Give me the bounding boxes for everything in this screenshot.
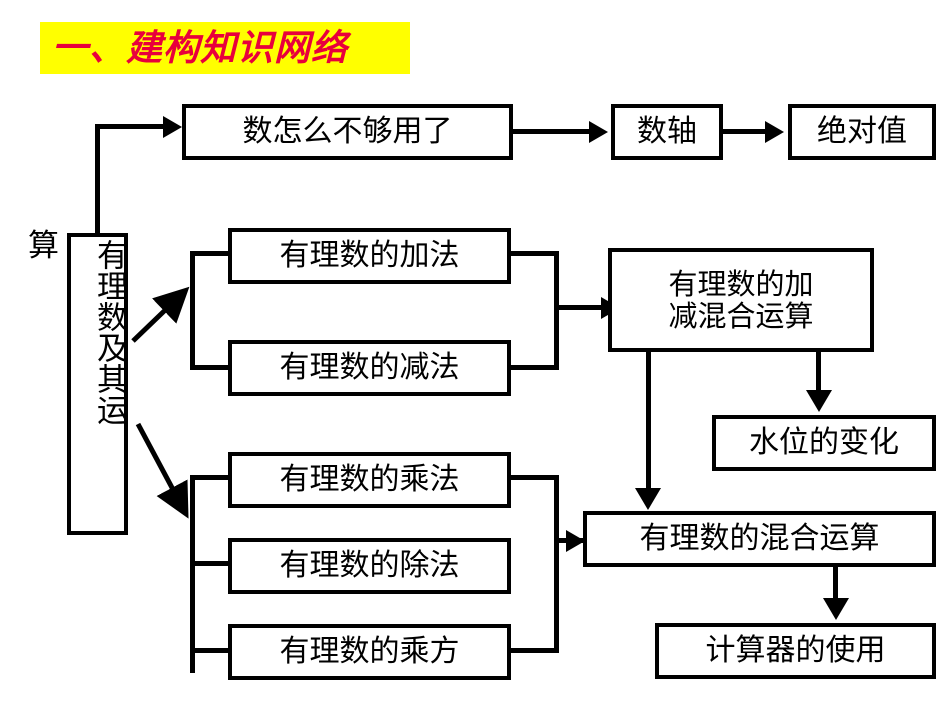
node-label: 绝对值 (817, 114, 907, 150)
edge-n6-to-n11 (646, 352, 651, 492)
arrowhead-to-n12 (823, 598, 849, 620)
node-calculator-use[interactable]: 计算器的使用 (655, 623, 936, 679)
node-absolute-value[interactable]: 绝对值 (788, 104, 936, 160)
node-division[interactable]: 有理数的除法 (228, 538, 511, 594)
arrowhead-to-n7 (806, 390, 832, 412)
bracket-add-sub-left-spine (190, 251, 195, 370)
arrowhead-to-n11 (566, 530, 585, 552)
title-highlight (40, 22, 410, 74)
node-label: 有理数的除法 (279, 548, 460, 584)
node-label: 水位的变化 (749, 425, 899, 461)
bracket-add-sub-bottom-stub (190, 365, 232, 370)
node-label: 计算器的使用 (705, 633, 886, 669)
node-label: 有理数的混合运算 (639, 521, 880, 557)
bracket-add-sub-right-spine (554, 251, 559, 370)
node-number-not-enough[interactable]: 数怎么不够用了 (182, 104, 513, 160)
edge-root-to-n1-vertical (95, 124, 100, 236)
node-water-level-change[interactable]: 水位的变化 (712, 415, 936, 471)
arrowhead-n6-to-n11 (635, 488, 661, 510)
node-multiplication[interactable]: 有理数的乘法 (228, 452, 511, 508)
edge-n11-to-n12 (833, 567, 838, 602)
node-mixed-operations[interactable]: 有理数的混合运算 (583, 511, 936, 567)
node-label: 数怎么不够用了 (242, 114, 453, 150)
bracket-muldivpow-left-spine (190, 475, 195, 673)
node-label: 有理数的乘方 (279, 634, 460, 670)
node-label: 有理数的减法 (279, 350, 460, 386)
node-label: 有理数的乘法 (279, 462, 460, 498)
node-mixed-add-subtract[interactable]: 有理数的加 减混合运算 (608, 248, 874, 352)
node-label: 有理数的加法 (279, 238, 460, 274)
node-subtraction[interactable]: 有理数的减法 (228, 340, 511, 396)
bracket-muldivpow-top-stub (190, 475, 232, 480)
bracket-add-sub-right-top-stub (507, 251, 559, 256)
node-label: 有理数的加 减混合运算 (668, 266, 814, 333)
node-exponentiation[interactable]: 有理数的乘方 (228, 624, 511, 680)
bracket-muldivpow-mid-stub (190, 561, 232, 566)
edge-n1-to-n2 (513, 129, 593, 134)
edge-root-to-n1-horizontal (95, 124, 165, 129)
bracket-muldivpow-right-top-stub (507, 475, 559, 480)
bracket-muldivpow-right-spine (554, 475, 559, 653)
node-label: 数轴 (637, 114, 697, 150)
node-number-line[interactable]: 数轴 (611, 104, 723, 160)
bracket-add-sub-top-stub (190, 251, 232, 256)
bracket-muldivpow-right-bottom-stub (507, 648, 559, 653)
node-label-overflow-char: 算 (28, 228, 59, 264)
arrowhead-to-n3 (765, 121, 784, 143)
bracket-muldivpow-bottom-stub (190, 648, 232, 653)
arrowhead-to-n1 (163, 116, 182, 138)
page-title: 一、建构知识网络 (52, 28, 349, 69)
edge-n2-to-n3 (723, 129, 779, 134)
edge-addsub-to-n6 (554, 305, 608, 310)
arrowhead-to-n2 (589, 121, 608, 143)
node-rational-numbers-root[interactable]: 有理数及其运 (67, 233, 128, 535)
edge-n6-to-n7 (816, 352, 821, 394)
node-addition[interactable]: 有理数的加法 (228, 228, 511, 284)
bracket-add-sub-right-bottom-stub (507, 365, 559, 370)
node-label: 有理数及其运 (91, 239, 127, 425)
